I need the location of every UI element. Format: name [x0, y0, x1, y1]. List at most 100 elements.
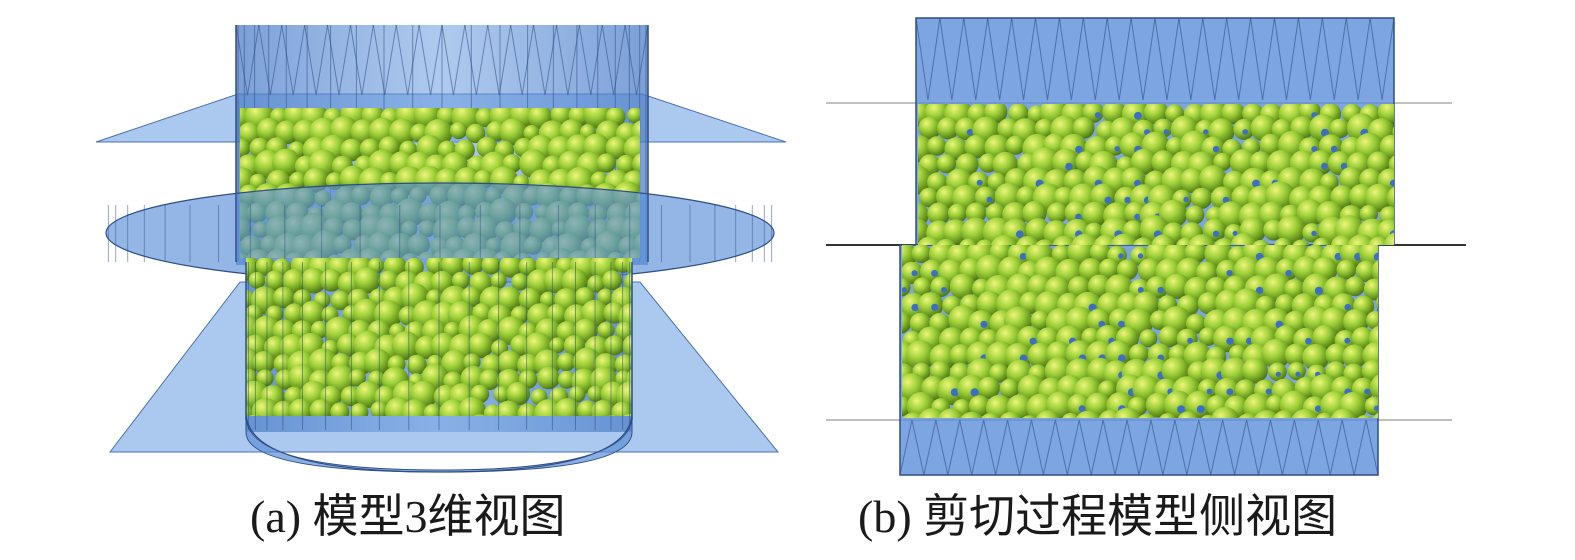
particle — [1089, 245, 1111, 263]
particle — [309, 399, 333, 416]
particle — [450, 122, 468, 140]
pore-gap — [950, 388, 959, 397]
pore-gap — [1078, 405, 1086, 412]
particle — [1188, 234, 1216, 245]
particle — [1347, 234, 1376, 245]
particle — [1145, 392, 1171, 418]
particle — [1386, 186, 1394, 210]
particle — [495, 400, 522, 416]
particle — [605, 136, 629, 160]
mesh-edge — [1090, 419, 1116, 476]
particle — [1284, 278, 1305, 300]
particle — [282, 268, 307, 293]
pore-gap — [1163, 129, 1170, 135]
particle — [475, 108, 495, 128]
mesh-edge — [624, 24, 649, 96]
particle — [481, 258, 501, 275]
particle — [591, 415, 602, 416]
particle — [1105, 340, 1133, 368]
particle — [977, 376, 1001, 399]
particle — [1052, 235, 1077, 245]
mesh-edge — [1154, 17, 1180, 101]
particle — [918, 116, 942, 140]
mesh-edge — [1186, 419, 1212, 476]
mesh-edge — [441, 24, 466, 96]
particle — [1276, 215, 1306, 245]
particle — [1072, 117, 1095, 139]
pore-gap — [1124, 196, 1131, 204]
particle — [1233, 118, 1255, 140]
mesh-edge — [349, 24, 374, 96]
particle — [496, 414, 508, 416]
particle — [1151, 234, 1176, 245]
pore-gap — [1364, 388, 1371, 395]
particle — [1062, 412, 1080, 418]
pore-gap — [1134, 111, 1142, 120]
particle — [911, 245, 932, 264]
pore-gap — [1226, 388, 1234, 396]
particle — [462, 258, 484, 275]
pore-gap — [1212, 230, 1220, 237]
particle — [288, 398, 313, 416]
particle — [1325, 343, 1349, 367]
particle — [989, 363, 1009, 383]
particle — [626, 258, 632, 277]
mesh-edge — [1210, 419, 1236, 476]
pore-gap — [1212, 145, 1220, 153]
particle — [927, 202, 951, 226]
particle — [1230, 233, 1258, 245]
pore-gap — [1314, 286, 1323, 295]
particle — [1392, 126, 1394, 138]
particle — [905, 340, 936, 370]
upper-particle-assembly-side — [918, 104, 1394, 245]
mesh-edge — [327, 24, 351, 96]
particle — [1371, 259, 1378, 283]
particle — [1104, 136, 1125, 156]
particle — [568, 386, 586, 403]
particle — [441, 349, 469, 378]
particle — [479, 369, 500, 391]
lower-particle-assembly-side — [902, 245, 1378, 418]
mesh-edge — [1042, 419, 1068, 476]
pore-gap — [986, 196, 993, 203]
mesh-edge — [1162, 419, 1188, 476]
pore-gap — [1311, 230, 1317, 237]
particle — [918, 236, 942, 245]
particle — [330, 290, 351, 311]
particle — [999, 378, 1020, 399]
particle — [1179, 168, 1205, 194]
mesh-edge — [1114, 419, 1140, 476]
pore-gap — [1344, 303, 1352, 311]
mesh-edge — [304, 24, 329, 96]
pore-gap — [1098, 320, 1106, 328]
particle — [1366, 310, 1378, 330]
pore-gap — [1252, 179, 1261, 188]
pore-gap — [1311, 146, 1318, 153]
particle — [1211, 406, 1240, 418]
mesh-edge — [1321, 17, 1347, 101]
mesh-edge — [258, 24, 283, 96]
particle — [602, 270, 622, 291]
particle — [947, 203, 968, 223]
particle — [1345, 276, 1365, 297]
particle — [968, 395, 991, 417]
particle — [543, 267, 569, 294]
particle — [1030, 310, 1051, 331]
pore-gap — [1255, 286, 1264, 295]
mesh-edge — [1011, 17, 1036, 101]
particle — [597, 288, 614, 306]
mesh-edge — [995, 419, 1020, 476]
particle — [1164, 273, 1190, 299]
mesh-edge — [487, 24, 512, 96]
particle — [1375, 297, 1378, 310]
particle — [902, 311, 912, 334]
mesh-edge — [1281, 419, 1307, 476]
mesh-edge — [1345, 17, 1371, 101]
pore-gap — [1340, 162, 1348, 170]
particle — [1235, 379, 1256, 401]
mesh-edge — [1130, 17, 1156, 101]
particle — [299, 300, 325, 326]
particle — [615, 321, 632, 341]
particle — [248, 271, 266, 289]
particle — [1203, 218, 1226, 242]
